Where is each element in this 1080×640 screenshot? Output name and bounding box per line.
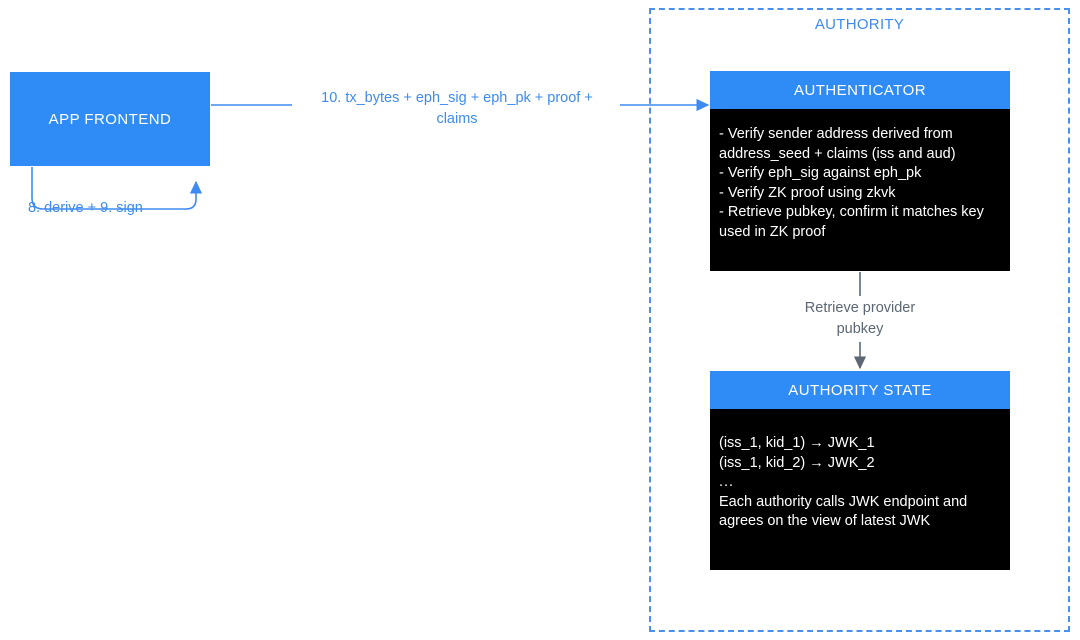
edge-label-derive-sign: 8. derive + 9. sign <box>28 200 143 216</box>
authority-state-body-line-3: ... <box>719 474 735 490</box>
edge-label-retrieve-line1: Retrieve provider <box>804 300 916 316</box>
authority-state-body-line-4: Each authority calls JWK endpoint and ag… <box>719 493 972 530</box>
node-authenticator[interactable]: AUTHENTICATOR - Verify sender address de… <box>710 71 1010 271</box>
authenticator-body-line-3: - Verify ZK proof using zkvk <box>719 184 896 201</box>
authority-state-body-line-1: (iss_1, kid_1) → JWK_1 <box>719 435 875 451</box>
authenticator-body-line-1: - Verify sender address derived from add… <box>719 126 957 162</box>
node-app-frontend-label: APP FRONTEND <box>48 110 172 128</box>
edge-label-tx-bytes-line2: claims <box>436 111 478 127</box>
node-app-frontend[interactable]: APP FRONTEND <box>10 72 210 166</box>
authenticator-body-line-4: - Retrieve pubkey, confirm it matches ke… <box>719 204 988 240</box>
node-authenticator-header: AUTHENTICATOR <box>710 71 1010 109</box>
authority-state-body-line-2: (iss_1, kid_2) → JWK_2 <box>719 454 875 471</box>
edge-label-tx-bytes-line1: 10. tx_bytes + eph_sig + eph_pk + proof … <box>321 90 593 106</box>
edge-label-tx-bytes: 10. tx_bytes + eph_sig + eph_pk + proof … <box>292 88 622 130</box>
node-authority-state-header: AUTHORITY STATE <box>710 371 1010 409</box>
node-authority-state-body: (iss_1, kid_1) → JWK_1 (iss_1, kid_2) → … <box>710 409 1010 570</box>
edge-label-retrieve-provider-pubkey: Retrieve provider pubkey <box>760 298 960 340</box>
authenticator-body-line-2: - Verify eph_sig against eph_pk <box>719 165 922 181</box>
authority-group-boundary <box>649 8 1070 632</box>
authority-group-label: AUTHORITY <box>814 16 905 33</box>
edge-label-retrieve-line2: pubkey <box>836 321 884 337</box>
node-authenticator-body: - Verify sender address derived from add… <box>710 109 1010 271</box>
node-authority-state[interactable]: AUTHORITY STATE (iss_1, kid_1) → JWK_1 (… <box>710 371 1010 570</box>
